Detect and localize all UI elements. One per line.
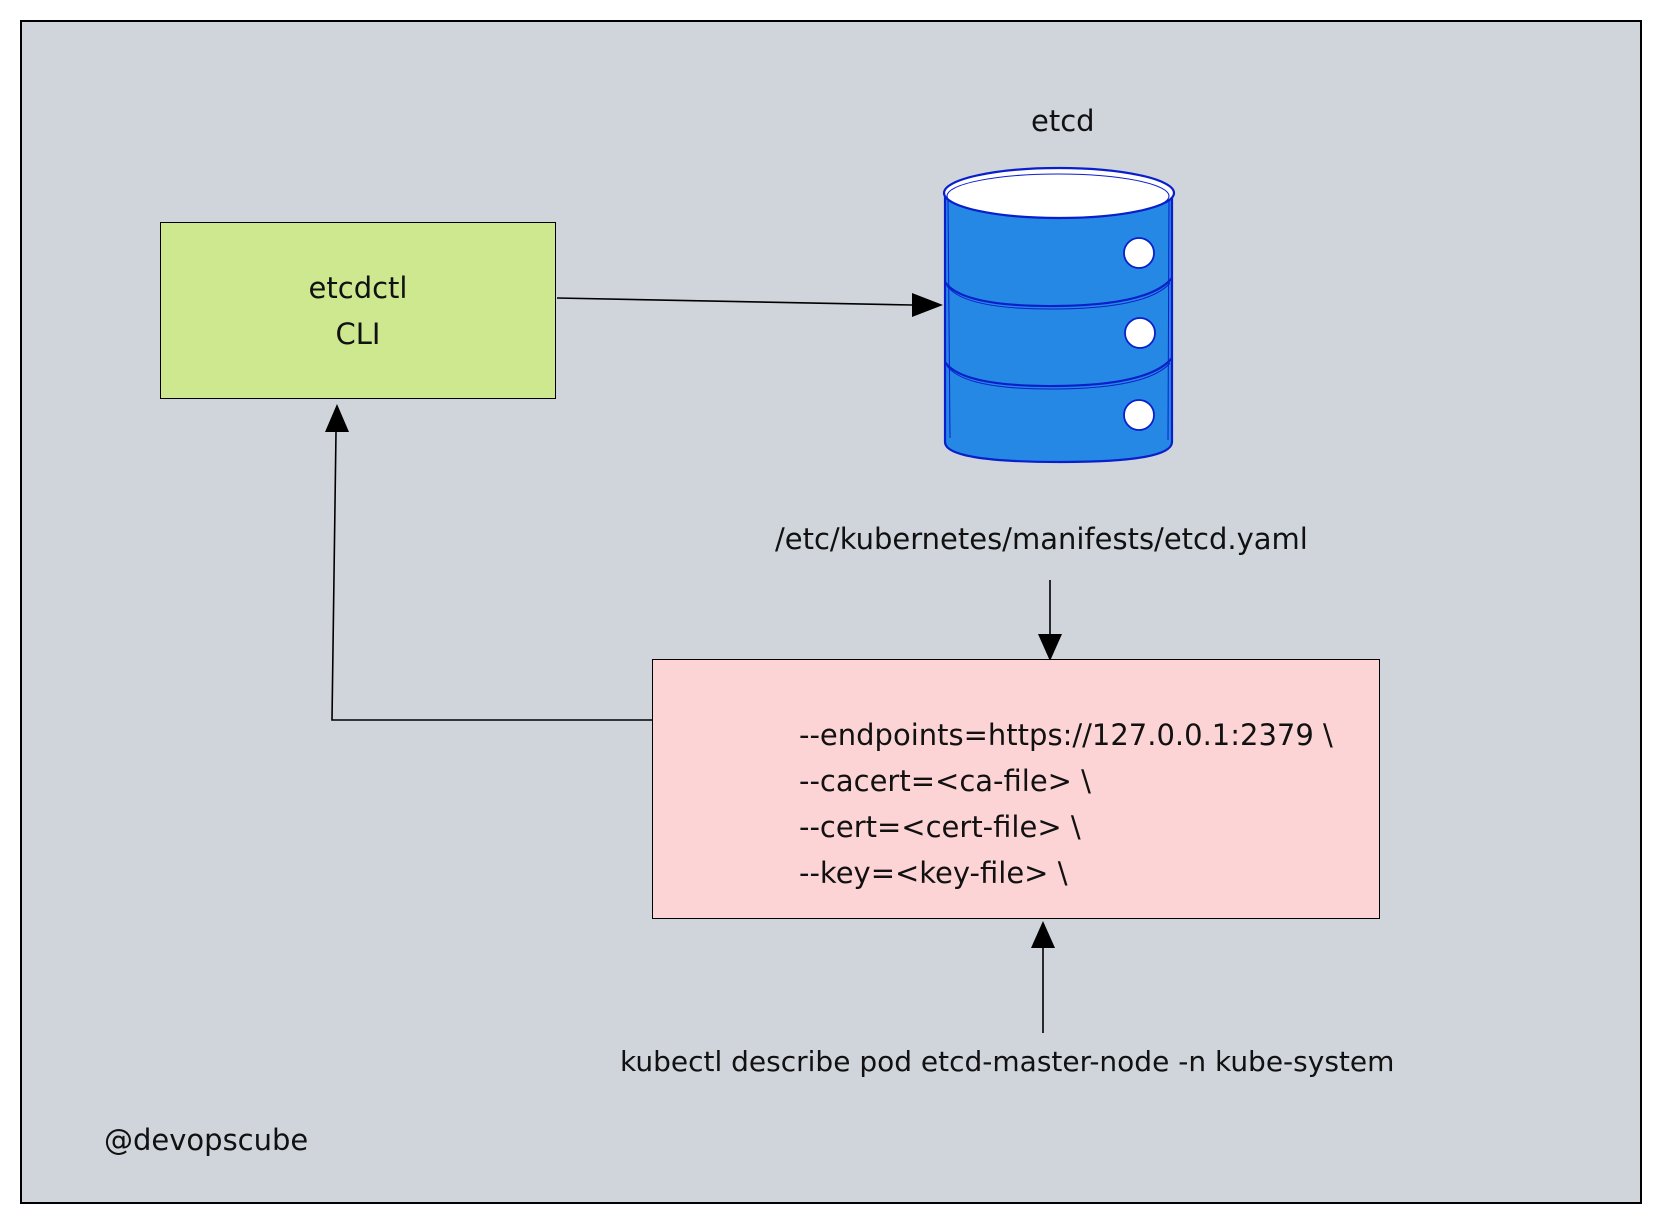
disk-indicator-icon: [1123, 237, 1155, 269]
arrow-manifest-to-flags: [1038, 580, 1062, 661]
flag-cert: --cert=<cert-file> \: [799, 810, 1081, 844]
manifest-path-label: /etc/kubernetes/manifests/etcd.yaml: [775, 522, 1308, 556]
disk-indicator-icon: [1123, 399, 1155, 431]
flag-key: --key=<key-file> \: [799, 856, 1068, 890]
flag-endpoints: --endpoints=https://127.0.0.1:2379 \: [799, 718, 1333, 752]
credit-label: @devopscube: [104, 1123, 309, 1157]
flags-list: --endpoints=https://127.0.0.1:2379 \ --c…: [799, 712, 1333, 896]
arrow-flags-to-cli: [325, 404, 652, 721]
cli-box-title: etcdctl: [308, 270, 408, 305]
arrow-kubectl-to-flags: [1031, 921, 1055, 1033]
cli-box-subtitle: CLI: [335, 316, 381, 351]
flag-cacert: --cacert=<ca-file> \: [799, 764, 1091, 798]
arrow-cli-to-etcd: [556, 293, 943, 317]
disk-indicator-icon: [1124, 317, 1156, 349]
kubectl-command-label: kubectl describe pod etcd-master-node -n…: [620, 1045, 1395, 1078]
database-icon: [942, 166, 1176, 464]
etcdctl-cli-box: etcdctl CLI: [160, 222, 556, 399]
etcdctl-flags-box: --endpoints=https://127.0.0.1:2379 \ --c…: [652, 659, 1380, 919]
etcd-label: etcd: [1031, 104, 1095, 138]
diagram-canvas: [20, 20, 1642, 1204]
